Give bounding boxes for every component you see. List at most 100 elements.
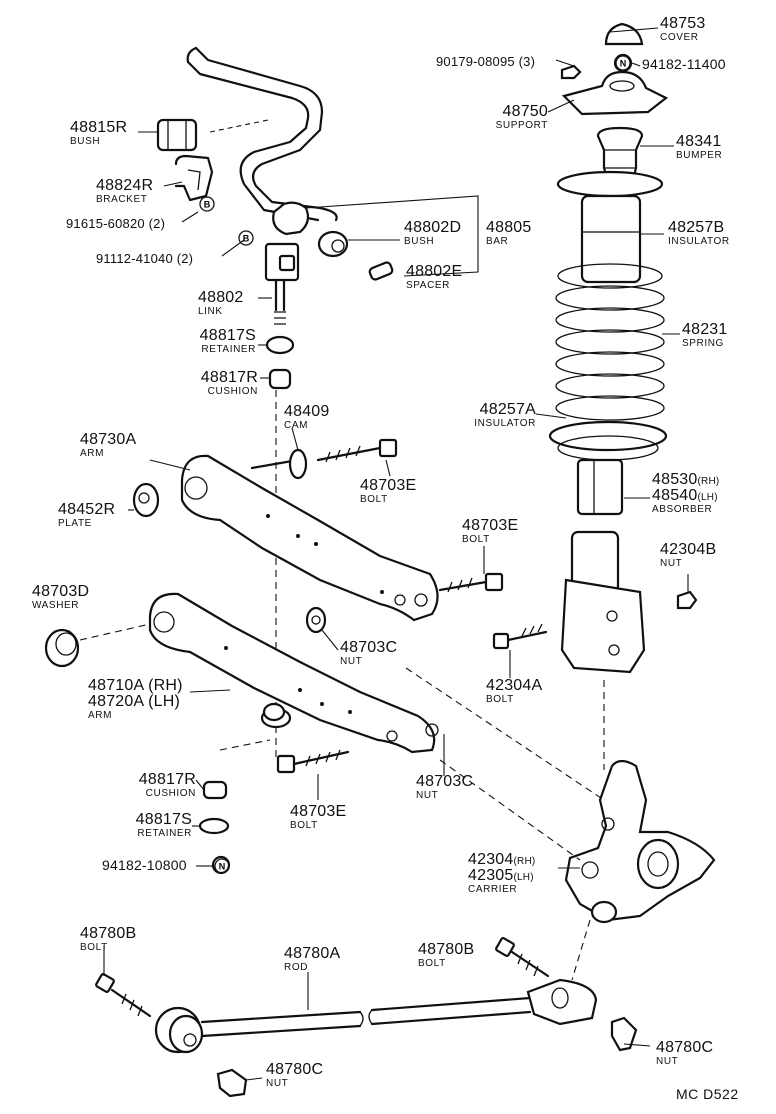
- part-number-rh-value: 48530: [652, 471, 698, 488]
- part-number: 94182-11400: [642, 56, 726, 72]
- label-48780c-left: 48780C NUT: [266, 1062, 323, 1089]
- part-number: 48409: [284, 403, 330, 420]
- label-48257b: 48257B INSULATOR: [668, 220, 730, 247]
- link-48802-shape: [264, 242, 300, 325]
- label-48703e-upper-a: 48703E BOLT: [360, 478, 416, 505]
- label-48805: 48805 BAR: [486, 220, 532, 247]
- part-number: 48780A: [284, 945, 341, 962]
- part-name: WASHER: [32, 600, 80, 611]
- part-name: BOLT: [290, 820, 318, 831]
- bolt-48703e-lower-shape: [219, 739, 350, 774]
- upper-arm-48730a-shape: [180, 454, 439, 622]
- label-48753: 48753 COVER: [660, 16, 706, 43]
- part-name: CUSHION: [145, 788, 196, 799]
- label-48257a: 48257A INSULATOR: [452, 402, 536, 429]
- rear-rod-48780a-shape: [95, 937, 638, 1098]
- diagram-code: MC D522: [676, 1086, 739, 1102]
- part-number: 48257B: [668, 219, 725, 236]
- part-number-rh: 48530(RH): [652, 472, 719, 488]
- part-name: BAR: [486, 236, 509, 247]
- part-number: 48703E: [360, 477, 417, 494]
- bush-48802d-shape: [272, 201, 349, 258]
- part-number-rh-suffix: (RH): [513, 856, 536, 867]
- label-48730a: 48730A ARM: [80, 432, 136, 459]
- label-48824r: 48824R BRACKET: [96, 178, 153, 205]
- label-48817r-lower: 48817R CUSHION: [120, 772, 196, 799]
- part-number: 91615-60820 (2): [66, 216, 166, 231]
- part-number: 48780C: [266, 1061, 324, 1078]
- part-number-lh-value: 42305: [468, 867, 514, 884]
- badge-b-lower: B: [238, 230, 254, 246]
- part-name: ROD: [284, 962, 309, 973]
- bolt-48703e-upper-shape: [438, 572, 504, 593]
- bush-48815r-shape: [156, 118, 214, 202]
- part-name: BUSH: [70, 136, 101, 147]
- part-name: COVER: [660, 32, 699, 43]
- part-name: BRACKET: [96, 194, 148, 205]
- part-number: 48805: [486, 219, 532, 236]
- label-48780b-left: 48780B BOLT: [80, 926, 136, 953]
- retainer-cushion-upper: [265, 335, 295, 760]
- part-number: 94182-10800: [102, 857, 187, 873]
- label-48703e-lower: 48703E BOLT: [290, 804, 346, 831]
- label-48703c-upper: 48703C NUT: [340, 640, 397, 667]
- part-number-rh-suffix: (RH): [697, 476, 720, 487]
- part-number: 48703C: [416, 773, 474, 790]
- part-number: 48817S: [135, 811, 192, 828]
- badge-n-lower: N: [214, 858, 230, 874]
- alignment-dashed-lines: [405, 667, 605, 981]
- cam-48409-shape: [250, 438, 398, 480]
- label-48780a: 48780A ROD: [284, 946, 340, 973]
- label-48703e-upper-b: 48703E BOLT: [462, 518, 518, 545]
- label-48815r: 48815R BUSH: [70, 120, 127, 147]
- badge-b-upper-text: B: [204, 200, 211, 210]
- part-name: BOLT: [360, 494, 388, 505]
- label-48703d: 48703D WASHER: [32, 584, 89, 611]
- part-name: NUT: [660, 558, 683, 569]
- part-name: PLATE: [58, 518, 92, 529]
- nut-48703c-upper-shape: [305, 606, 327, 634]
- part-number-lh-value: 48540: [652, 487, 698, 504]
- badge-n-lower-text: N: [219, 862, 226, 872]
- part-number: 48780B: [418, 941, 475, 958]
- badge-b-upper: B: [199, 196, 215, 212]
- part-name: CARRIER: [468, 884, 518, 895]
- part-number: 48730A: [80, 431, 137, 448]
- label-48231: 48231 SPRING: [682, 322, 728, 349]
- part-name: SPRING: [682, 338, 724, 349]
- part-name: BOLT: [462, 534, 490, 545]
- label-42304a: 42304A BOLT: [486, 678, 542, 705]
- part-name: LINK: [198, 306, 223, 317]
- part-number-lh-suffix: (LH): [697, 492, 718, 503]
- part-name: NUT: [340, 656, 363, 667]
- label-48710a-48720a: 48710A (RH) 48720A (LH) ARM: [88, 678, 183, 721]
- part-number: 48341: [676, 133, 722, 150]
- label-42304b: 42304B NUT: [660, 542, 716, 569]
- part-name: INSULATOR: [474, 418, 536, 429]
- part-name: RETAINER: [201, 344, 256, 355]
- label-91112-41040: 91112-41040 (2): [96, 252, 193, 265]
- part-number: 48802D: [404, 219, 462, 236]
- part-name: BUMPER: [676, 150, 723, 161]
- label-48780c-right: 48780C NUT: [656, 1040, 713, 1067]
- carrier-42304-shape: [564, 759, 716, 924]
- plate-48452r-shape: [132, 482, 160, 518]
- part-number: 48802: [198, 289, 244, 306]
- washer-48703d-shape: [44, 623, 151, 668]
- part-number-lh-suffix: (LH): [513, 872, 534, 883]
- part-number: 48817R: [200, 369, 258, 386]
- part-number-rh: 42304(RH): [468, 852, 535, 868]
- part-name: SPACER: [406, 280, 450, 291]
- part-name: NUT: [416, 790, 439, 801]
- part-number: 48802E: [406, 263, 463, 280]
- label-48409: 48409 CAM: [284, 404, 330, 431]
- leader-lines: [103, 27, 689, 1081]
- part-number-lh: 42305(LH): [468, 868, 535, 884]
- part-name: NUT: [656, 1056, 679, 1067]
- part-number: 48817R: [138, 771, 196, 788]
- part-name: SUPPORT: [495, 120, 548, 131]
- spacer-48802e-shape: [368, 261, 394, 281]
- lower-arm-48710a-shape: [148, 592, 439, 754]
